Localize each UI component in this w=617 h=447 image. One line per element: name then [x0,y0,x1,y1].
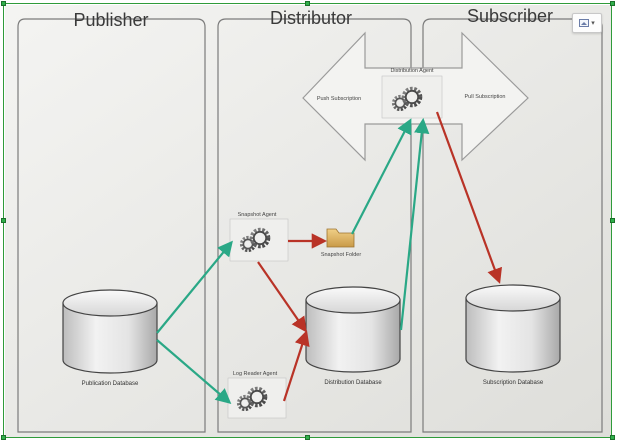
snapshot-agent-box [229,218,289,262]
subscription-database-icon [465,284,561,373]
distribution-database-icon [305,286,401,373]
resize-handle-left[interactable] [1,218,6,223]
resize-handle-top[interactable] [305,1,310,6]
arrow-publication-to-log-reader [156,339,232,405]
resize-handle-bottom[interactable] [305,435,310,440]
pull-subscription-label: Pull Subscription [465,94,506,100]
resize-handle-top-right[interactable] [610,1,615,6]
publication-database-label: Publication Database [82,381,139,387]
log-reader-agent-label: Log Reader Agent [233,371,278,377]
publisher-title: Publisher [73,10,148,30]
arrow-distribution-agent-to-subscription-db [435,111,502,284]
resize-handle-bottom-left[interactable] [1,435,6,440]
publisher-panel [17,18,206,433]
arrow-log-reader-to-distribution-db [282,330,310,402]
resize-handle-bottom-right[interactable] [610,435,615,440]
publication-database-icon [62,289,158,374]
distributor-title: Distributor [270,8,352,28]
distribution-agent-label: Distribution Agent [390,68,434,74]
push-subscription-label: Push Subscription [317,96,361,102]
snapshot-folder-label: Snapshot Folder [321,252,362,258]
resize-handle-top-left[interactable] [1,1,6,6]
arrow-publication-to-snapshot-agent [156,240,233,334]
distributor-panel [217,18,412,433]
distribution-database-label: Distribution Database [324,380,382,386]
arrow-folder-to-distribution-agent [351,118,412,235]
arrow-distribution-db-to-distribution-agent [399,117,430,331]
subscriber-title: Subscriber [467,6,553,26]
image-options-button[interactable]: ▾ [572,13,602,33]
caret-down-icon: ▾ [591,19,595,27]
resize-handle-right[interactable] [610,218,615,223]
snapshot-agent-label: Snapshot Agent [238,212,277,218]
subscription-database-label: Subscription Database [483,380,544,386]
arrow-snapshot-agent-to-distribution-db [257,261,307,333]
image-icon [579,19,590,27]
